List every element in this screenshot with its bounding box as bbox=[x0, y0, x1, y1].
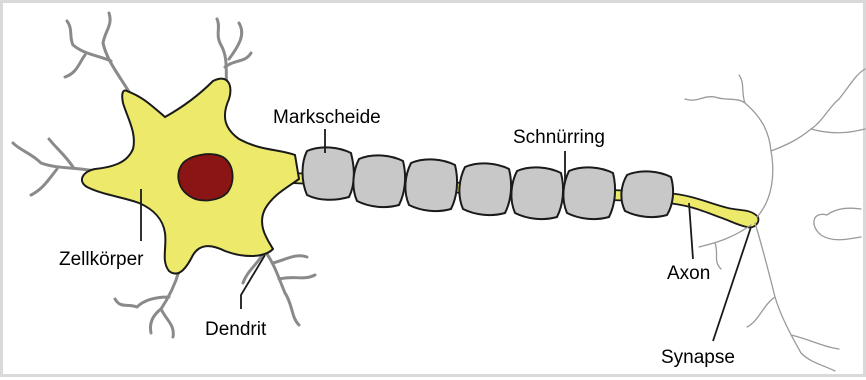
leader-line-axon bbox=[689, 203, 693, 259]
myelin-sheath bbox=[303, 147, 674, 219]
target-neuron-dendrites bbox=[685, 69, 865, 371]
leader-line-synapse bbox=[713, 227, 751, 341]
label-axon: Axon bbox=[667, 263, 710, 284]
myelin-segment bbox=[621, 171, 673, 217]
label-synapse: Synapse bbox=[661, 347, 735, 368]
label-markscheide: Markscheide bbox=[273, 107, 381, 128]
nucleus bbox=[178, 154, 232, 200]
label-zellkoerper: Zellkörper bbox=[59, 249, 144, 270]
label-schnuerring: Schnürring bbox=[513, 127, 605, 148]
myelin-segment bbox=[563, 167, 615, 219]
myelin-segment bbox=[511, 167, 563, 219]
myelin-segment bbox=[303, 147, 354, 199]
myelin-segment bbox=[459, 163, 511, 215]
label-dendrit: Dendrit bbox=[205, 319, 267, 340]
neuron-diagram: Markscheide Schnürring Zellkörper Axon D… bbox=[3, 3, 866, 380]
myelin-segment bbox=[353, 155, 405, 207]
myelin-segment bbox=[405, 159, 457, 211]
